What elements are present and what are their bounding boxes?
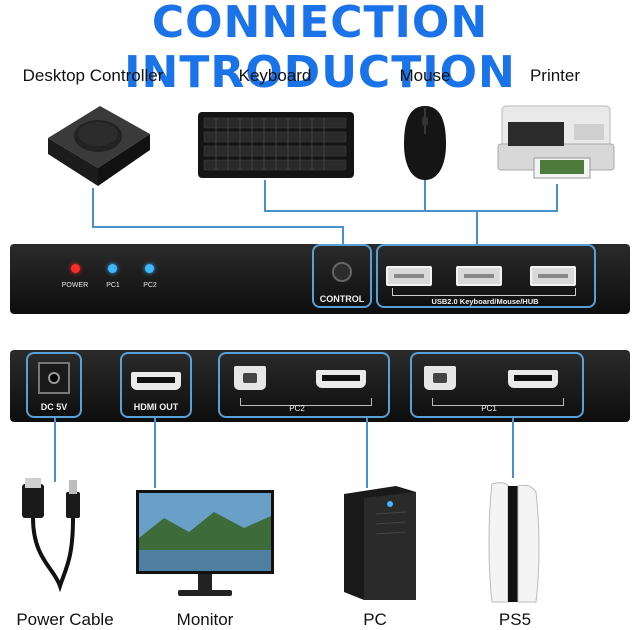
- dc-label: DC 5V: [40, 402, 68, 412]
- usb-port-3: [530, 266, 576, 286]
- pc2-bracket: [240, 398, 372, 406]
- front-panel: [10, 244, 630, 314]
- page-title: CONNECTION INTRODUCTION: [124, 0, 516, 98]
- hdmi-out-highlight: [120, 352, 192, 418]
- hdmi-out-label: HDMI OUT: [133, 402, 179, 412]
- power-led: [71, 264, 80, 273]
- line-mouse-down: [424, 180, 426, 210]
- pc2-hdmi-port: [316, 370, 366, 388]
- usb-port-1: [386, 266, 432, 286]
- line-usb-horizontal: [264, 210, 558, 212]
- line-printer-down: [556, 184, 558, 210]
- dc-port-highlight: [26, 352, 82, 418]
- pc1-usb-b-port: [424, 366, 456, 390]
- label-keyboard: Keyboard: [238, 66, 312, 85]
- usb-bracket: [392, 288, 576, 296]
- pc2-led: [145, 264, 154, 273]
- pc2-label: PC2: [143, 282, 157, 289]
- control-port-highlight: [312, 244, 372, 308]
- pc-tower-image: [344, 486, 416, 600]
- usb-port-2: [456, 266, 502, 286]
- pc2-back-label: PC2: [289, 404, 305, 413]
- pc1-led: [108, 264, 117, 273]
- pc1-bracket: [432, 398, 564, 406]
- ps5-image: [488, 482, 540, 603]
- power-label: POWER: [61, 282, 89, 289]
- pc1-hdmi-port: [508, 370, 558, 388]
- keyboard-image: [198, 112, 354, 178]
- label-monitor: Monitor: [176, 610, 234, 629]
- control-label: CONTROL: [319, 294, 365, 304]
- line-ps5: [512, 418, 514, 478]
- label-mouse: Mouse: [399, 66, 451, 85]
- control-port: [332, 262, 352, 282]
- pc1-label: PC1: [106, 282, 120, 289]
- pc2-ports-highlight: [218, 352, 390, 418]
- label-printer: Printer: [529, 66, 581, 85]
- usb-label: USB2.0 Keyboard/Mouse/HUB: [431, 297, 539, 306]
- label-pc: PC: [363, 610, 387, 629]
- usb-ports-highlight: [376, 244, 596, 308]
- line-controller-to-port: [342, 226, 344, 244]
- monitor-image: [136, 490, 274, 596]
- pc1-back-label: PC1: [481, 404, 497, 413]
- line-pc: [366, 418, 368, 488]
- power-cable-image: [22, 478, 80, 593]
- desktop-controller-image: [48, 106, 150, 186]
- line-power: [54, 418, 56, 482]
- line-keyboard-down: [264, 180, 266, 210]
- dc-pin: [48, 372, 60, 384]
- label-ps5: PS5: [498, 610, 532, 629]
- line-controller-horizontal: [92, 226, 342, 228]
- label-desktop-controller: Desktop Controller: [22, 66, 164, 85]
- pc2-usb-b-port: [234, 366, 266, 390]
- line-usb-to-port: [476, 210, 478, 244]
- printer-image: [497, 105, 615, 179]
- pc1-ports-highlight: [410, 352, 584, 418]
- hdmi-out-port: [131, 372, 181, 390]
- line-controller-down: [92, 188, 94, 226]
- line-monitor: [154, 418, 156, 488]
- mouse-image: [404, 106, 446, 180]
- label-power-cable: Power Cable: [16, 610, 114, 629]
